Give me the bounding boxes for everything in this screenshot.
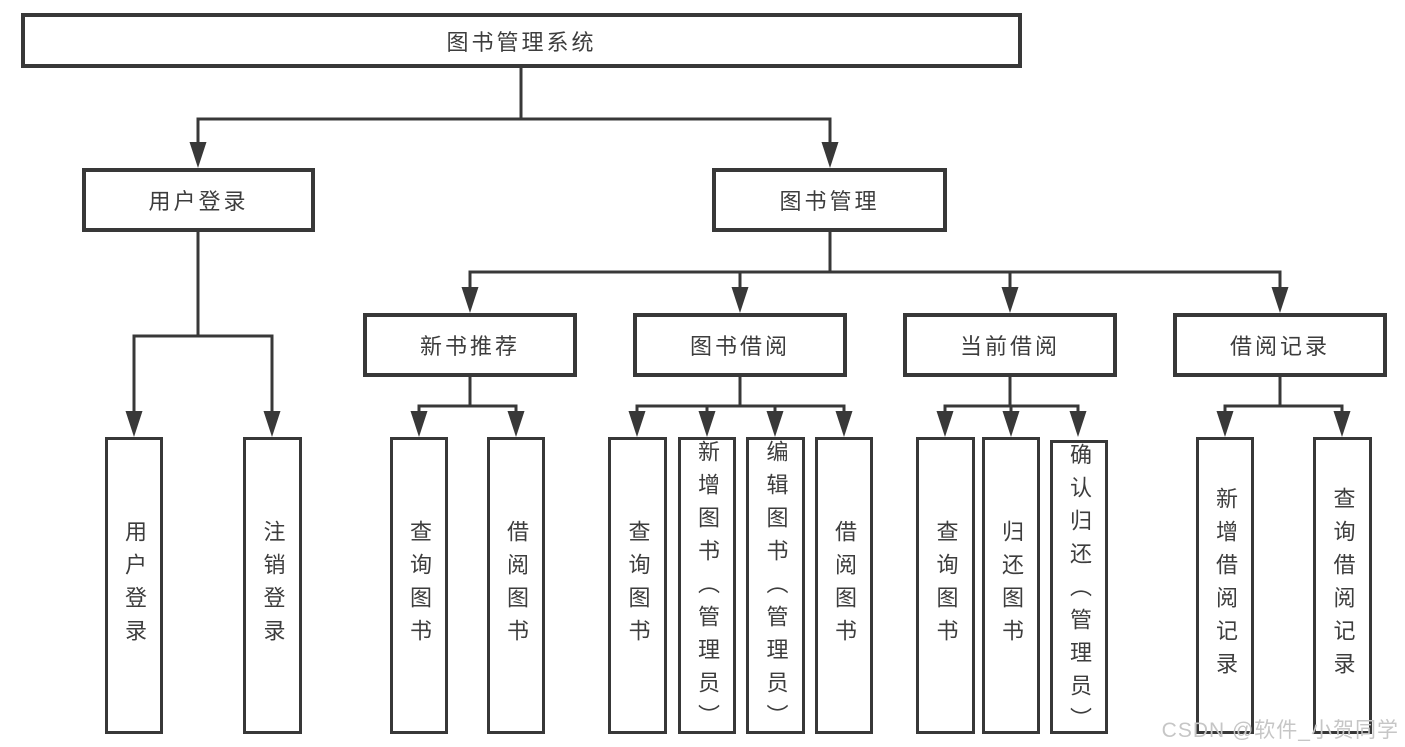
leaf-label: 借阅图书	[504, 519, 529, 652]
leaf-logout: 注销登录	[243, 437, 302, 734]
node-book-management: 图书管理	[712, 168, 947, 232]
leaf-cb-confirm-return-admin: 确认归还（管理员）	[1050, 440, 1108, 740]
node-label: 图书借阅	[689, 334, 790, 359]
leaf-rec-query-books: 查询图书	[390, 437, 448, 734]
leaf-bb-borrow-books: 借阅图书	[815, 437, 873, 734]
node-user-login: 用户登录	[82, 168, 315, 232]
leaf-label: 确认归还（管理员）	[1067, 443, 1092, 740]
leaf-label: 借阅图书	[832, 519, 857, 652]
leaf-label: 查询图书	[407, 519, 432, 652]
leaf-bb-add-books-admin: 新增图书（管理员）	[678, 437, 736, 737]
leaf-cb-query-books: 查询图书	[916, 437, 975, 734]
node-book-borrowing: 图书借阅	[633, 313, 847, 377]
node-library-system: 图书管理系统	[21, 13, 1022, 68]
leaf-br-add-record: 新增借阅记录	[1196, 437, 1254, 734]
leaf-user-login: 用户登录	[105, 437, 163, 734]
node-current-borrowing: 当前借阅	[903, 313, 1117, 377]
leaf-cb-return-books: 归还图书	[982, 437, 1040, 734]
leaf-br-query-record: 查询借阅记录	[1313, 437, 1372, 734]
watermark: CSDN @软件_小贺同学	[1161, 719, 1399, 742]
node-label: 图书管理系统	[446, 29, 597, 55]
node-borrowing-records: 借阅记录	[1173, 313, 1387, 377]
leaf-bb-query-books: 查询图书	[608, 437, 667, 734]
leaf-label: 编辑图书（管理员）	[763, 440, 789, 737]
node-label: 用户登录	[148, 189, 249, 214]
leaf-label: 归还图书	[999, 519, 1024, 652]
node-new-book-recommend: 新书推荐	[363, 313, 577, 377]
node-label: 借阅记录	[1229, 334, 1330, 359]
leaf-label: 查询借阅记录	[1330, 486, 1356, 685]
node-label: 新书推荐	[419, 334, 520, 359]
leaf-label: 新增图书（管理员）	[695, 440, 720, 737]
leaf-label: 注销登录	[260, 519, 286, 652]
leaf-label: 用户登录	[122, 519, 147, 652]
leaf-rec-borrow-books: 借阅图书	[487, 437, 545, 734]
leaf-label: 查询图书	[625, 519, 651, 652]
leaf-bb-edit-books-admin: 编辑图书（管理员）	[746, 437, 805, 737]
leaf-label: 查询图书	[933, 519, 959, 652]
node-label: 图书管理	[779, 189, 880, 214]
leaf-label: 新增借阅记录	[1213, 486, 1238, 685]
node-label: 当前借阅	[959, 334, 1060, 359]
